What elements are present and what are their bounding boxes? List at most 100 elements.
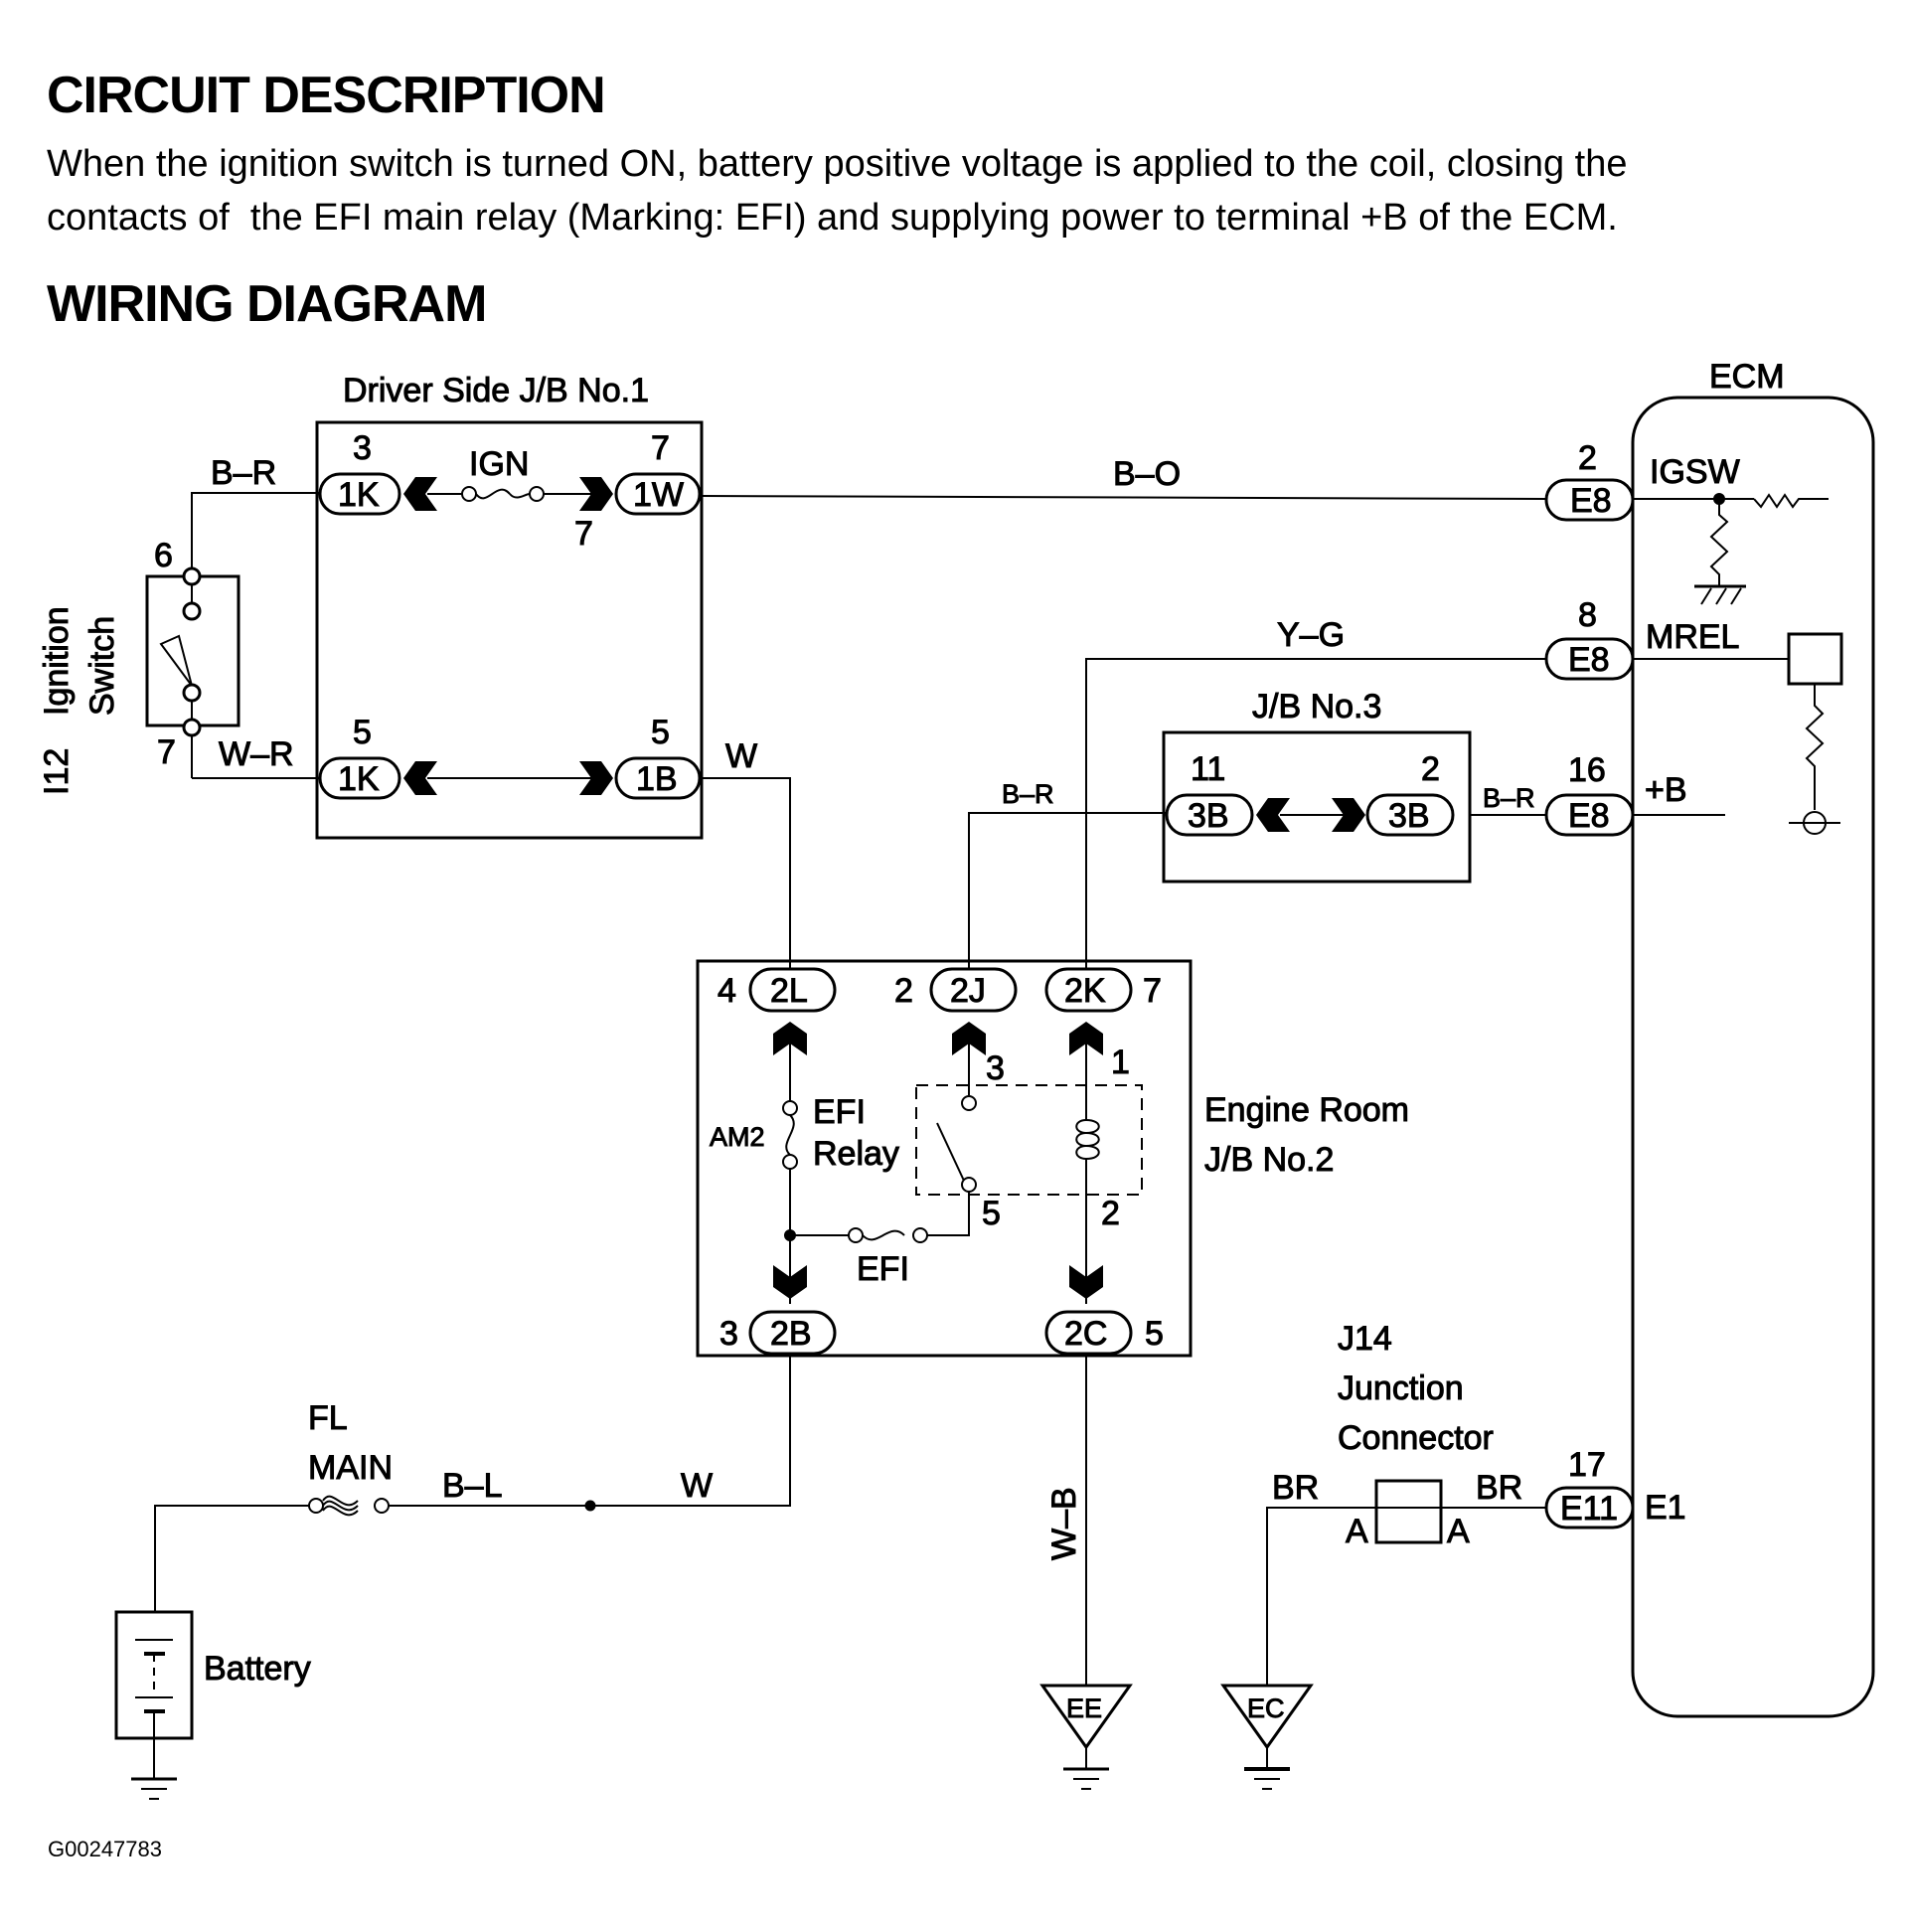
wiring-diagram-heading: WIRING DIAGRAM (47, 275, 487, 333)
wire-b-r-ign (191, 492, 320, 497)
connector-1k-top-pin: 3 (353, 429, 372, 467)
connector-2l-id: 2L (770, 972, 808, 1010)
junction-label-2: Junction (1338, 1369, 1464, 1407)
fl-main-label-1: FL (308, 1399, 348, 1437)
wire-y-g (1085, 658, 1546, 969)
connector-e11-id: E11 (1560, 1490, 1618, 1528)
wire-label-br-left: BR (1272, 1469, 1319, 1507)
wire-label-b-o: B–O (1113, 455, 1181, 493)
ecm-pin-16: 16 (1568, 751, 1606, 789)
ecm-terminal-plus-b: +B (1645, 771, 1687, 809)
junction-label-1: J14 (1338, 1320, 1392, 1358)
wire-label-y-g: Y–G (1277, 616, 1345, 654)
connector-2l-pin: 4 (717, 972, 736, 1010)
ecm-box (1631, 396, 1875, 1718)
ignition-switch-code: I12 (38, 748, 76, 795)
wire-label-b-l: B–L (442, 1467, 503, 1505)
wire-w-1b-2l (702, 777, 791, 969)
connector-e8-igsw-id: E8 (1570, 482, 1612, 520)
connector-e8-mrel-id: E8 (1568, 641, 1610, 679)
circuit-description-heading: CIRCUIT DESCRIPTION (47, 67, 606, 124)
ign-fuse-label: IGN (469, 445, 529, 483)
ground-ee-label: EE (1066, 1693, 1102, 1723)
ign-fuse-icon (461, 486, 545, 502)
connector-2c (1044, 1310, 1133, 1356)
wire-b-r-2j (968, 812, 1167, 969)
wire-b-o (701, 495, 1547, 500)
connector-3b-right-id: 3B (1388, 797, 1430, 835)
wire-label-w-2b: W (681, 1467, 713, 1505)
ecm-terminal-mrel: MREL (1646, 618, 1739, 656)
am2-fuse-label: AM2 (710, 1122, 765, 1152)
connector-e8-b-id: E8 (1568, 797, 1610, 835)
junction-pin-a-left: A (1346, 1513, 1368, 1550)
engine-room-jb2-title-2: J/B No.2 (1204, 1141, 1334, 1179)
wire-label-b-r-jb3-out: B–R (1483, 783, 1535, 813)
ecm-pin-8: 8 (1578, 596, 1597, 634)
relay-pin-1: 1 (1111, 1044, 1130, 1081)
connector-2j (929, 967, 1018, 1013)
connector-2b-pin: 3 (719, 1315, 738, 1353)
wire-br-ground (1266, 1507, 1546, 1686)
ecm-pin-2: 2 (1578, 439, 1597, 477)
connector-3b-left-id: 3B (1188, 797, 1229, 835)
efi-relay-label-2: Relay (813, 1135, 899, 1173)
connector-1w (614, 472, 702, 516)
connector-1k-top-id: 1K (338, 476, 380, 514)
junction-label-3: Connector (1338, 1419, 1494, 1457)
wire-label-b-r: B–R (211, 454, 276, 492)
ecm-terminal-igsw: IGSW (1650, 453, 1740, 491)
jb1-internal-pin: 7 (574, 515, 593, 553)
ecm-terminal-e1: E1 (1645, 1489, 1686, 1527)
ignition-switch-pin-7: 7 (157, 733, 176, 771)
connector-2k-id: 2K (1064, 972, 1106, 1010)
relay-pin-5: 5 (982, 1195, 1001, 1232)
description-line-2: contacts of the EFI main relay (Marking:… (47, 197, 1618, 239)
connector-1w-id: 1W (633, 476, 684, 514)
connector-1k-top (318, 472, 401, 516)
connector-1b (614, 756, 702, 800)
relay-pin-3: 3 (986, 1049, 1005, 1087)
connector-2j-pin: 2 (894, 972, 913, 1010)
wire-label-br-right: BR (1476, 1469, 1522, 1507)
figure-code: G00247783 (48, 1837, 162, 1861)
connector-2l (748, 967, 837, 1013)
battery-icon (114, 1610, 194, 1800)
wire-label-b-r-jb3-in: B–R (1002, 779, 1054, 809)
connector-1k-bottom-pin: 5 (353, 714, 372, 751)
jb3-title: J/B No.3 (1252, 688, 1381, 725)
wire-label-w-r: W–R (219, 735, 294, 773)
connector-2b-id: 2B (770, 1315, 812, 1353)
connector-2j-id: 2J (950, 972, 986, 1010)
engine-room-jb2-title-1: Engine Room (1204, 1091, 1409, 1129)
connector-2b (748, 1310, 837, 1356)
description-line-1: When the ignition switch is turned ON, b… (47, 143, 1628, 185)
wire-w-2b (590, 1354, 791, 1507)
ignition-switch-pin-6: 6 (154, 537, 173, 574)
efi-relay-label-1: EFI (813, 1093, 866, 1131)
connector-2c-pin: 5 (1145, 1315, 1164, 1353)
connector-3b-right-pin: 2 (1421, 750, 1440, 788)
connector-3b-right (1365, 793, 1455, 837)
connector-1w-pin: 7 (651, 429, 670, 467)
connector-2k (1044, 967, 1133, 1013)
engine-room-jb2-box (696, 959, 1193, 1358)
connector-2k-pin: 7 (1143, 972, 1162, 1010)
jb3-box (1162, 730, 1472, 884)
junction-connector-icon (1374, 1479, 1443, 1544)
ecm-pin-17: 17 (1568, 1446, 1606, 1484)
ignition-switch (145, 497, 240, 778)
efi-relay-internals (782, 1039, 1143, 1304)
connector-2c-id: 2C (1064, 1315, 1107, 1353)
connector-1b-pin: 5 (651, 714, 670, 751)
ecm-title: ECM (1709, 358, 1785, 396)
connector-1b-id: 1B (636, 760, 678, 798)
ground-ee-icon (1039, 1684, 1133, 1790)
connector-1k-bottom-id: 1K (338, 760, 380, 798)
connector-1k-bottom (318, 756, 401, 800)
mrel-circuit (1633, 632, 1843, 835)
battery-label: Battery (204, 1650, 311, 1688)
jb1-title: Driver Side J/B No.1 (343, 372, 649, 409)
igsw-circuit (1633, 493, 1829, 605)
